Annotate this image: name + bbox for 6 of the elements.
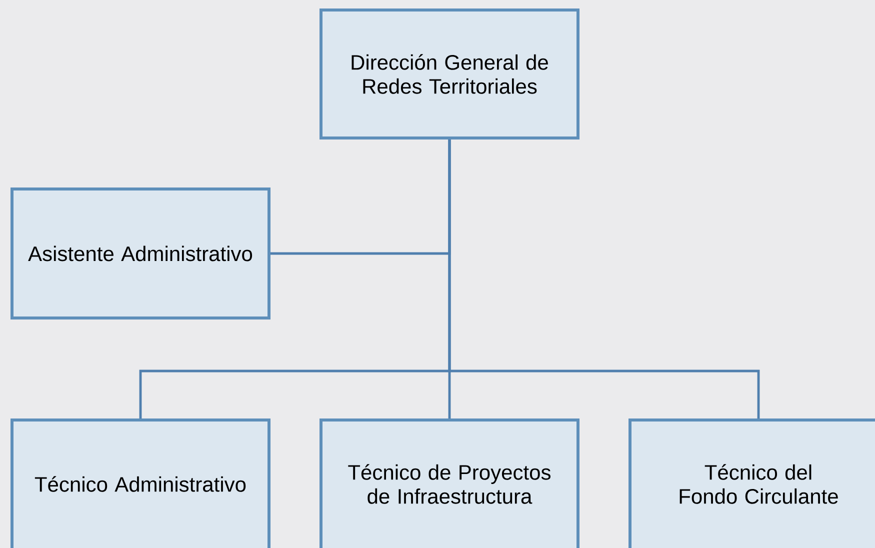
connector-line — [448, 140, 760, 418]
org-box: Técnico Administrativo — [10, 418, 270, 548]
org-box: Técnico del Fondo Circulante — [628, 418, 875, 548]
org-box: Técnico de Proyectos de Infraestructura — [320, 418, 580, 548]
org-box: Dirección General de Redes Territoriales — [320, 8, 580, 140]
org-box: Asistente Administrativo — [10, 188, 270, 320]
